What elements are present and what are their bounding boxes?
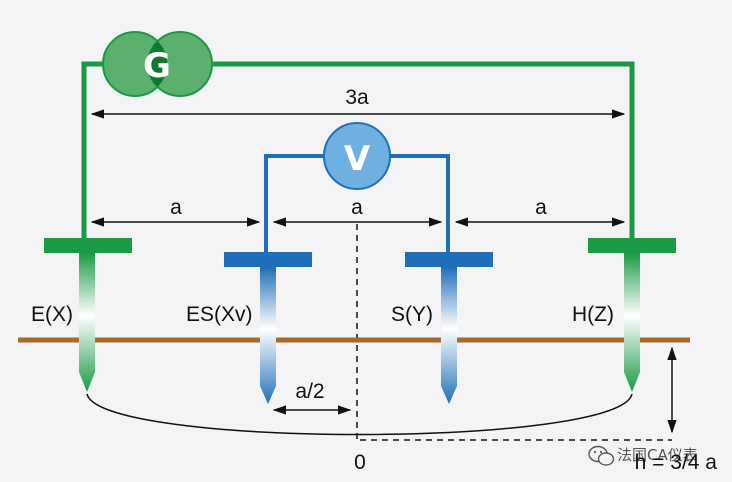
- electrode-e: [44, 238, 132, 392]
- voltmeter-symbol: V: [323, 122, 391, 190]
- generator-symbol: G: [102, 31, 213, 97]
- electrode-s-label: S(Y): [391, 303, 433, 326]
- voltmeter-letter: V: [344, 139, 371, 179]
- dimension-half-label: a/2: [295, 380, 324, 403]
- wechat-icon: [588, 445, 615, 466]
- electrode-s: [405, 252, 493, 404]
- current-circuit-wire: [81, 61, 635, 238]
- dimension-total-label: 3a: [345, 86, 369, 109]
- electrode-h-label: H(Z): [572, 303, 614, 326]
- electrode-h: [588, 238, 676, 392]
- depth-label: h = 3/4 a: [635, 451, 718, 474]
- watermark-text: 法国CA仪表: [617, 446, 698, 464]
- watermark: 法国CA仪表: [588, 445, 698, 466]
- dimension-left-label: a: [170, 196, 182, 219]
- dimension-middle-label: a: [351, 196, 363, 219]
- dimension-right-label: a: [535, 196, 547, 219]
- electrode-e-label: E(X): [31, 303, 73, 326]
- electrode-es: [224, 252, 312, 404]
- center-label: 0: [354, 451, 366, 474]
- generator-letter: G: [143, 46, 171, 86]
- hemisphere-curve: [86, 393, 633, 436]
- electrode-es-label: ES(Xv): [186, 303, 253, 326]
